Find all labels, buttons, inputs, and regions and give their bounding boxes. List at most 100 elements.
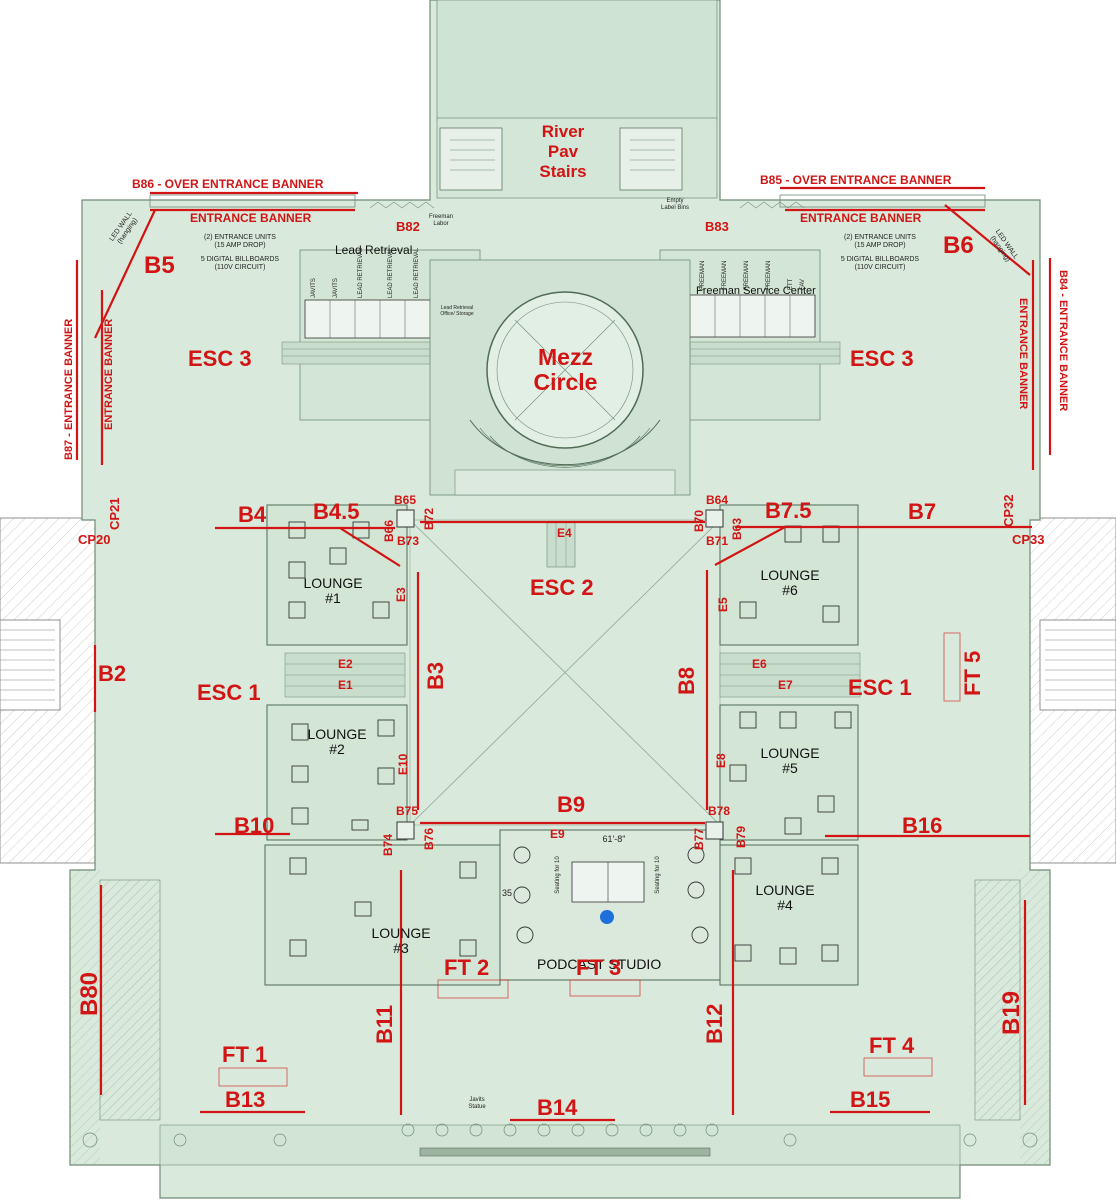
lead-retrieval-storage-label: Lead Retrieval Office/ Storage: [440, 305, 474, 317]
mezz-line-1: Mezz: [538, 344, 593, 370]
b86-banner-label: B86 - OVER ENTRANCE BANNER: [132, 177, 324, 191]
label-b73: B73: [397, 534, 420, 548]
lounge-4-name: LOUNGE: [755, 882, 815, 898]
label-b79: B79: [734, 825, 748, 848]
lounge-4-num: #4: [777, 897, 793, 914]
booth-lead-2: LEAD RETRIEVAL: [388, 247, 394, 298]
b84-banner-label: B84 - ENTRANCE BANNER: [1057, 270, 1069, 412]
booth-lead-1: LEAD RETRIEVAL: [358, 247, 364, 298]
freeman-labor-label: Freeman Labor: [428, 214, 453, 227]
label-b83: B83: [705, 219, 729, 234]
lounge-2-num: #2: [329, 741, 345, 758]
esc3-left-label: ESC 3: [188, 346, 252, 371]
label-b80: B80: [76, 971, 103, 1016]
lounge-4-label: LOUNGE #4: [750, 882, 820, 914]
booth-fav: FAV: [800, 279, 806, 290]
lounge-3-label: LOUNGE #3: [366, 925, 436, 957]
label-b72: B72: [422, 507, 436, 530]
label-b8: B8: [674, 666, 699, 695]
b84-inner-banner-label: ENTRANCE BANNER: [1017, 298, 1029, 410]
lounge-1-name: LOUNGE: [303, 575, 363, 591]
label-cp33: CP33: [1012, 532, 1045, 547]
label-b71: B71: [706, 534, 729, 548]
freeman-service-center-label: Freeman Service Center: [696, 285, 816, 297]
label-b78: B78: [708, 804, 731, 818]
label-b12: B12: [702, 1003, 727, 1044]
label-b15: B15: [850, 1087, 891, 1112]
label-b10: B10: [234, 813, 275, 838]
label-b7-5: B7.5: [765, 498, 812, 523]
label-e4: E4: [557, 526, 572, 540]
label-b16: B16: [902, 813, 943, 838]
river-pav-stairs-label: River Pav Stairs: [520, 122, 606, 182]
label-ft5: FT 5: [960, 650, 985, 696]
lounge-3-num: #3: [393, 940, 409, 957]
esc2-label: ESC 2: [530, 575, 594, 600]
lounge-1-num: #1: [325, 590, 341, 607]
entrance-units-right: (2) ENTRANCE UNITS: [844, 234, 916, 241]
river-pav-line-2: Pav: [547, 142, 579, 161]
label-b4: B4: [238, 502, 267, 527]
label-cp21: CP21: [107, 497, 122, 530]
count-35-label: 35: [501, 888, 512, 898]
label-b65: B65: [394, 493, 417, 507]
label-b2: B2: [98, 661, 127, 686]
label-b64: B64: [706, 493, 729, 507]
label-b75: B75: [396, 804, 419, 818]
empty-label-bins-label: Empty Label Bins: [660, 198, 690, 211]
b87-banner-label: B87 - ENTRANCE BANNER: [63, 318, 75, 460]
entrance-banner-left-label: ENTRANCE BANNER: [190, 211, 312, 225]
red-banner-lines: [75, 186, 1052, 1122]
billboards-left: 5 DIGITAL BILLBOARDS: [200, 256, 280, 264]
lounge-2-name: LOUNGE: [307, 726, 367, 742]
podcast-studio-label: PODCAST STUDIO: [537, 956, 662, 972]
label-e7: E7: [778, 678, 793, 692]
label-b5: B5: [144, 252, 175, 279]
label-b3: B3: [423, 661, 448, 690]
river-pav-line-1: River: [541, 122, 585, 141]
label-b77: B77: [692, 827, 706, 850]
label-e5: E5: [716, 597, 730, 612]
circuit-right: (110V CIRCUIT): [854, 264, 906, 272]
label-b7: B7: [908, 499, 937, 524]
label-e6: E6: [752, 657, 767, 671]
amp-drop-right: (15 AMP DROP): [854, 242, 906, 250]
dimension-label: 61'-8": [602, 834, 626, 844]
label-cp32: CP32: [1001, 494, 1016, 527]
entrance-banner-right-label: ENTRANCE BANNER: [800, 211, 922, 225]
booth-freeman-4: FREEMAN: [766, 260, 772, 290]
lead-retrieval-label: Lead Retrieval: [335, 243, 413, 257]
label-b13: B13: [225, 1087, 266, 1112]
lounge-5-name: LOUNGE: [760, 745, 820, 761]
label-ft2: FT 2: [444, 955, 490, 980]
label-b4-5: B4.5: [313, 499, 360, 524]
booth-javits-2: JAVITS: [333, 278, 339, 298]
label-b82: B82: [396, 219, 420, 234]
label-b76: B76: [422, 827, 436, 850]
esc3-right-label: ESC 3: [850, 346, 914, 371]
label-e3: E3: [394, 587, 408, 602]
booth-lead-3: LEAD RETRIEVAL: [414, 247, 420, 298]
lounge-5-label: LOUNGE #5: [755, 745, 825, 777]
booth-freeman-1: FREEMAN: [700, 260, 706, 290]
label-b6: B6: [943, 232, 974, 259]
lounge-6-label: LOUNGE #6: [755, 567, 825, 599]
mezz-circle-label: Mezz Circle: [508, 345, 623, 395]
lounge-furniture: [288, 521, 852, 965]
lounge-6-name: LOUNGE: [760, 567, 820, 583]
food-truck-outlines: [218, 632, 961, 1087]
label-e1: E1: [338, 678, 353, 692]
javits-statue-label: Javits Statue: [468, 1097, 486, 1110]
b87-inner-banner-label: ENTRANCE BANNER: [103, 318, 115, 430]
booth-freeman-3: FREEMAN: [744, 260, 750, 290]
label-b14: B14: [537, 1095, 578, 1120]
label-b66: B66: [382, 519, 396, 542]
lounge-1-label: LOUNGE #1: [298, 575, 368, 607]
label-e10: E10: [396, 753, 410, 775]
label-b11: B11: [372, 1004, 397, 1044]
booth-javits-1: JAVITS: [311, 278, 317, 298]
label-e9: E9: [550, 827, 565, 841]
label-ft4: FT 4: [869, 1033, 915, 1058]
label-b63: B63: [730, 517, 744, 540]
